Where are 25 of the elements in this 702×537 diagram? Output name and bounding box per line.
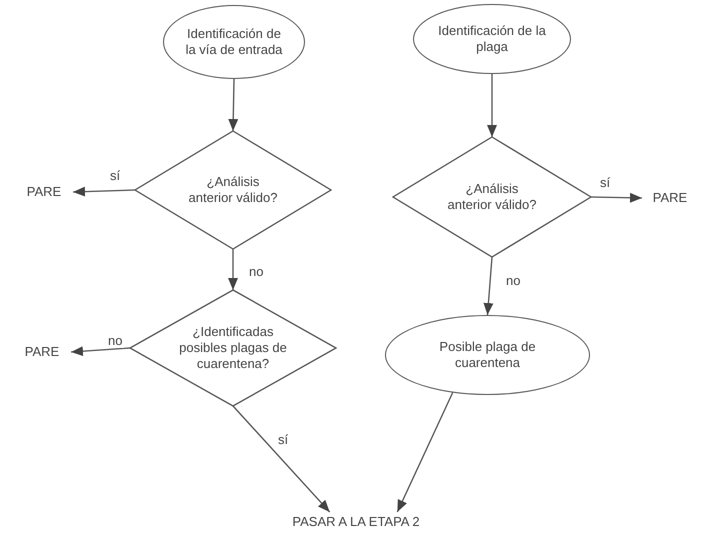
flow-text: PARE bbox=[642, 189, 698, 207]
node-label: ¿Análisis anterior válido? bbox=[447, 180, 537, 214]
flow-text: PARE bbox=[13, 343, 71, 361]
arrow bbox=[483, 256, 494, 316]
process-ellipse bbox=[385, 315, 590, 395]
flow-text: PARE bbox=[15, 183, 73, 201]
arrow bbox=[228, 78, 238, 132]
node-label: Posible plaga de cuarentena bbox=[438, 338, 537, 372]
arrow bbox=[396, 392, 454, 512]
arrow bbox=[232, 406, 330, 512]
node-label: ¿Identificadas posibles plagas de cuarentena? bbox=[178, 324, 288, 372]
arrow bbox=[487, 74, 497, 137]
process-ellipse bbox=[413, 4, 571, 74]
arrow bbox=[590, 192, 642, 203]
node-label: ¿Análisis anterior válido? bbox=[188, 174, 278, 206]
arrow bbox=[70, 346, 130, 356]
edge-label: sí bbox=[108, 168, 122, 183]
edge-label: sí bbox=[276, 432, 290, 447]
process-ellipse bbox=[163, 5, 305, 79]
arrow bbox=[72, 186, 136, 197]
arrow bbox=[228, 249, 238, 290]
edge-label: sí bbox=[598, 175, 612, 190]
node-label: Identificación de la vía de entrada bbox=[184, 26, 284, 58]
flow-text: PASAR A LA ETAPA 2 bbox=[262, 512, 450, 532]
node-label: Identificación de la plaga bbox=[437, 22, 547, 56]
